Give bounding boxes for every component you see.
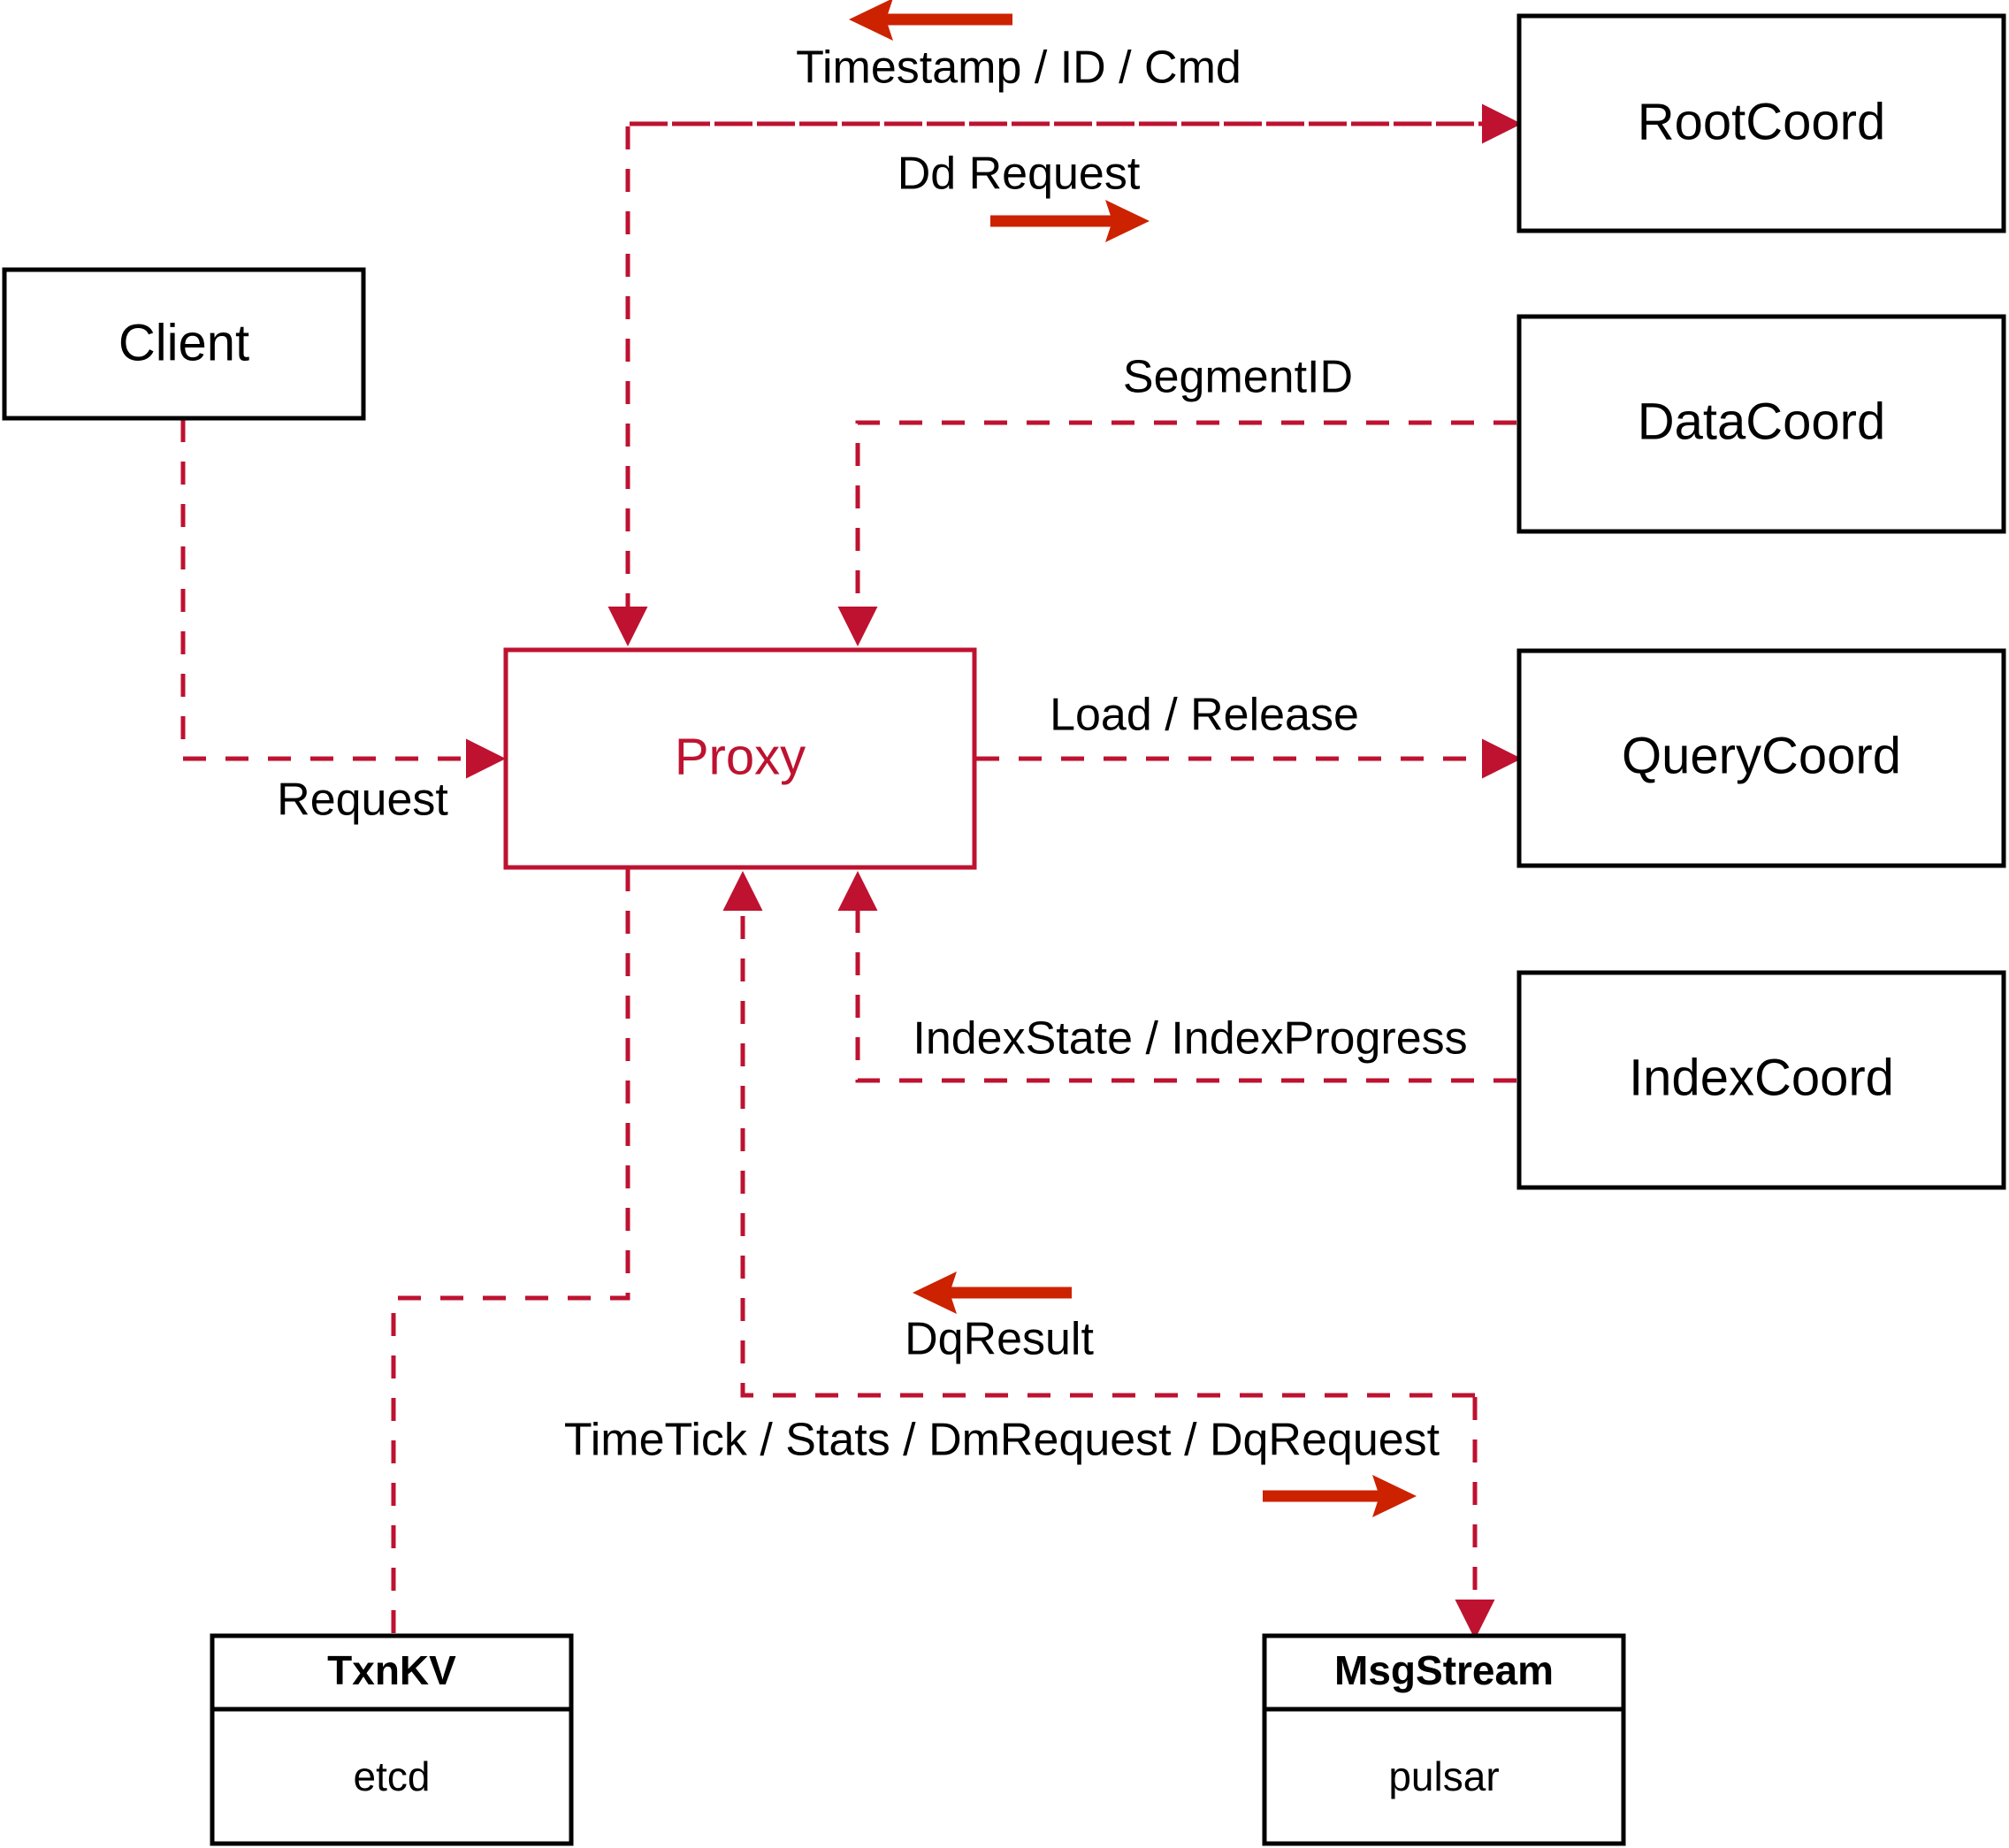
direction-arrow-left-timestamp [849,0,1012,41]
direction-arrow-left-dq-result [913,1271,1072,1314]
node-txnkv-label: TxnKV [327,1647,456,1693]
edge-label-request: Request [277,775,448,826]
node-querycoord-label: QueryCoord [1622,727,1901,784]
node-indexcoord-label: IndexCoord [1629,1049,1894,1106]
node-datacoord[interactable]: DataCoord [1516,314,2006,534]
node-proxy-label: Proxy [675,728,806,785]
node-proxy[interactable]: Proxy [503,647,977,870]
direction-arrow-right-dd-request [990,200,1150,242]
node-indexcoord[interactable]: IndexCoord [1516,970,2006,1190]
edge-label-dd-request: Dd Request [898,149,1141,200]
direction-arrow-right-timetick [1263,1475,1417,1517]
edge-label-timestamp-id-cmd: Timestamp / ID / Cmd [796,42,1241,94]
flow-indexcoord-to-proxy [837,870,1516,1083]
flow-rootcoord-to-proxy [607,121,1516,647]
node-rootcoord-label: RootCoord [1638,93,1885,150]
node-msgstream-sublabel: pulsar [1388,1753,1499,1799]
node-txnkv-sublabel: etcd [354,1753,431,1799]
node-client-label: Client [118,314,249,371]
flow-proxy-to-txnkv [391,868,630,1634]
edge-label-load-release: Load / Release [1050,690,1359,741]
edge-label-timetick-stats-dmrequest-dqrequest: TimeTick / Stats / DmRequest / DqRequest [564,1415,1440,1466]
node-rootcoord[interactable]: RootCoord [1516,13,2006,233]
edge-label-segmentid: SegmentID [1123,352,1353,403]
node-datacoord-label: DataCoord [1638,393,1885,450]
flow-msgstream-to-proxy [722,870,1475,1398]
node-client[interactable]: Client [2,267,366,421]
node-querycoord[interactable]: QueryCoord [1516,648,2006,868]
node-msgstream-label: MsgStream [1334,1647,1554,1693]
edge-label-dqresult: DqResult [905,1314,1094,1365]
edge-label-indexstate-indexprogress: IndexState / IndexProgress [913,1013,1467,1065]
node-msgstream[interactable]: MsgStream pulsar [1262,1633,1626,1846]
flow-client-to-proxy [180,419,507,779]
flow-datacoord-to-proxy [837,420,1516,647]
node-txnkv[interactable]: TxnKV etcd [210,1633,574,1846]
